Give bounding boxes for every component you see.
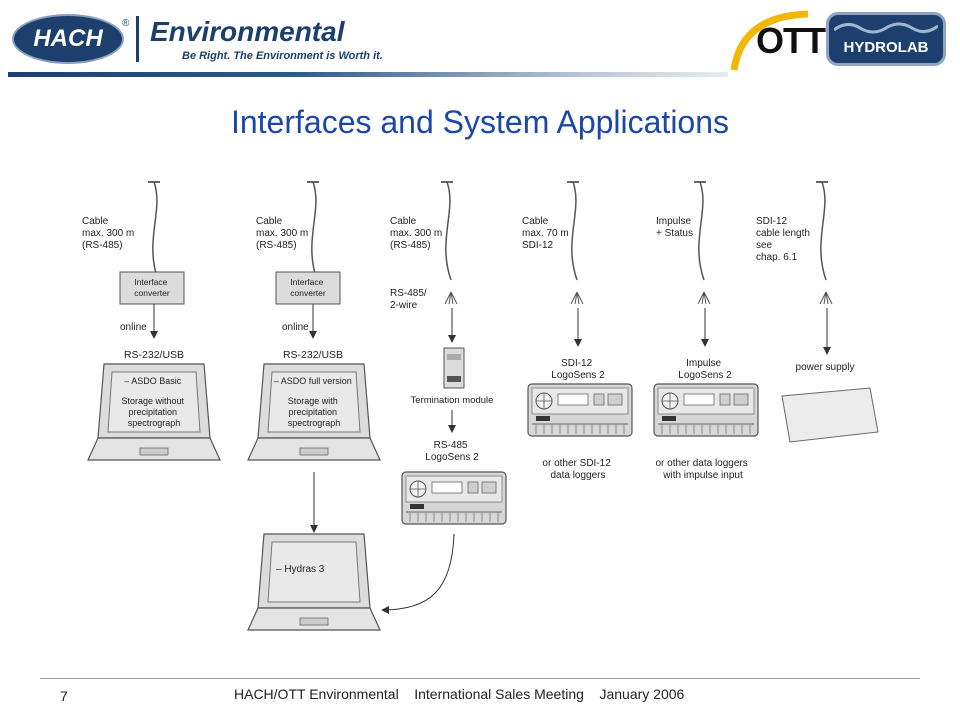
port-label: RS-232/USB [124, 349, 184, 361]
termination-label: Termination module [411, 395, 494, 406]
power-supply-label: power supply [796, 362, 855, 373]
laptop-screen-text: – Hydras 3 [276, 564, 325, 575]
wire-fan-icon [570, 291, 584, 305]
system-diagram: Cable max. 300 m (RS-485) Interface conv… [82, 181, 879, 631]
wave-icon [834, 22, 938, 34]
logger-note: or other data loggers with impulse input [655, 458, 750, 481]
cable-label: Impulse + Status [656, 216, 694, 239]
logger-label: Impulse LogoSens 2 [678, 358, 732, 381]
hydrolab-logo: HYDROLAB [826, 12, 946, 66]
interface-converter-box [119, 271, 185, 305]
page-number: 7 [60, 688, 68, 704]
logger-label: RS-485 LogoSens 2 [425, 440, 479, 463]
port-label: RS-232/USB [283, 349, 343, 361]
converter-label: Interface converter [134, 277, 170, 298]
registered-mark: ® [122, 18, 130, 29]
cable-end-icon [815, 181, 829, 281]
logger-note: or other SDI-12 data loggers [542, 458, 613, 481]
wire-fan-icon [697, 291, 711, 305]
online-label: online [282, 322, 309, 333]
laptop-icon [247, 533, 381, 631]
footer-text: HACH/OTT Environmental International Sal… [234, 686, 685, 702]
wire-label: RS-485/ 2-wire [390, 288, 429, 311]
brand-name: Environmental [150, 16, 345, 47]
cable-end-icon [693, 181, 707, 281]
logo-divider [136, 16, 139, 62]
page-title: Interfaces and System Applications [230, 104, 730, 140]
cable-label: Cable max. 70 m SDI-12 [522, 216, 571, 251]
ott-logo: OTT [756, 20, 826, 61]
data-logger-icon [653, 383, 759, 437]
interface-converter-box [275, 271, 341, 305]
converter-label: Interface converter [290, 277, 326, 298]
ott-arc-icon [730, 10, 809, 71]
cable-label: SDI-12 cable length see chap. 6.1 [756, 216, 813, 263]
wire-fan-icon [819, 291, 833, 305]
logger-label: SDI-12 LogoSens 2 [551, 358, 605, 381]
data-logger-icon [527, 383, 633, 437]
data-logger-icon [401, 471, 507, 525]
termination-module-icon [443, 347, 465, 389]
footer-rule [40, 678, 920, 679]
laptop-screen-text: – ASDO full version Storage with precipi… [274, 376, 355, 428]
online-label: online [120, 322, 147, 333]
header-rule [8, 72, 728, 77]
wire-fan-icon [444, 291, 458, 305]
power-supply-box-icon [781, 387, 879, 443]
brand-tagline: Be Right. The Environment is Worth it. [182, 50, 383, 62]
cable-label: Cable max. 300 m (RS-485) [390, 216, 445, 251]
cable-end-icon [147, 181, 161, 281]
cable-label: Cable max. 300 m (RS-485) [82, 216, 137, 251]
cable-label: Cable max. 300 m (RS-485) [256, 216, 311, 251]
hach-logo: HACH [12, 14, 124, 64]
laptop-screen-text: – ASDO Basic Storage without precipitati… [121, 376, 186, 428]
